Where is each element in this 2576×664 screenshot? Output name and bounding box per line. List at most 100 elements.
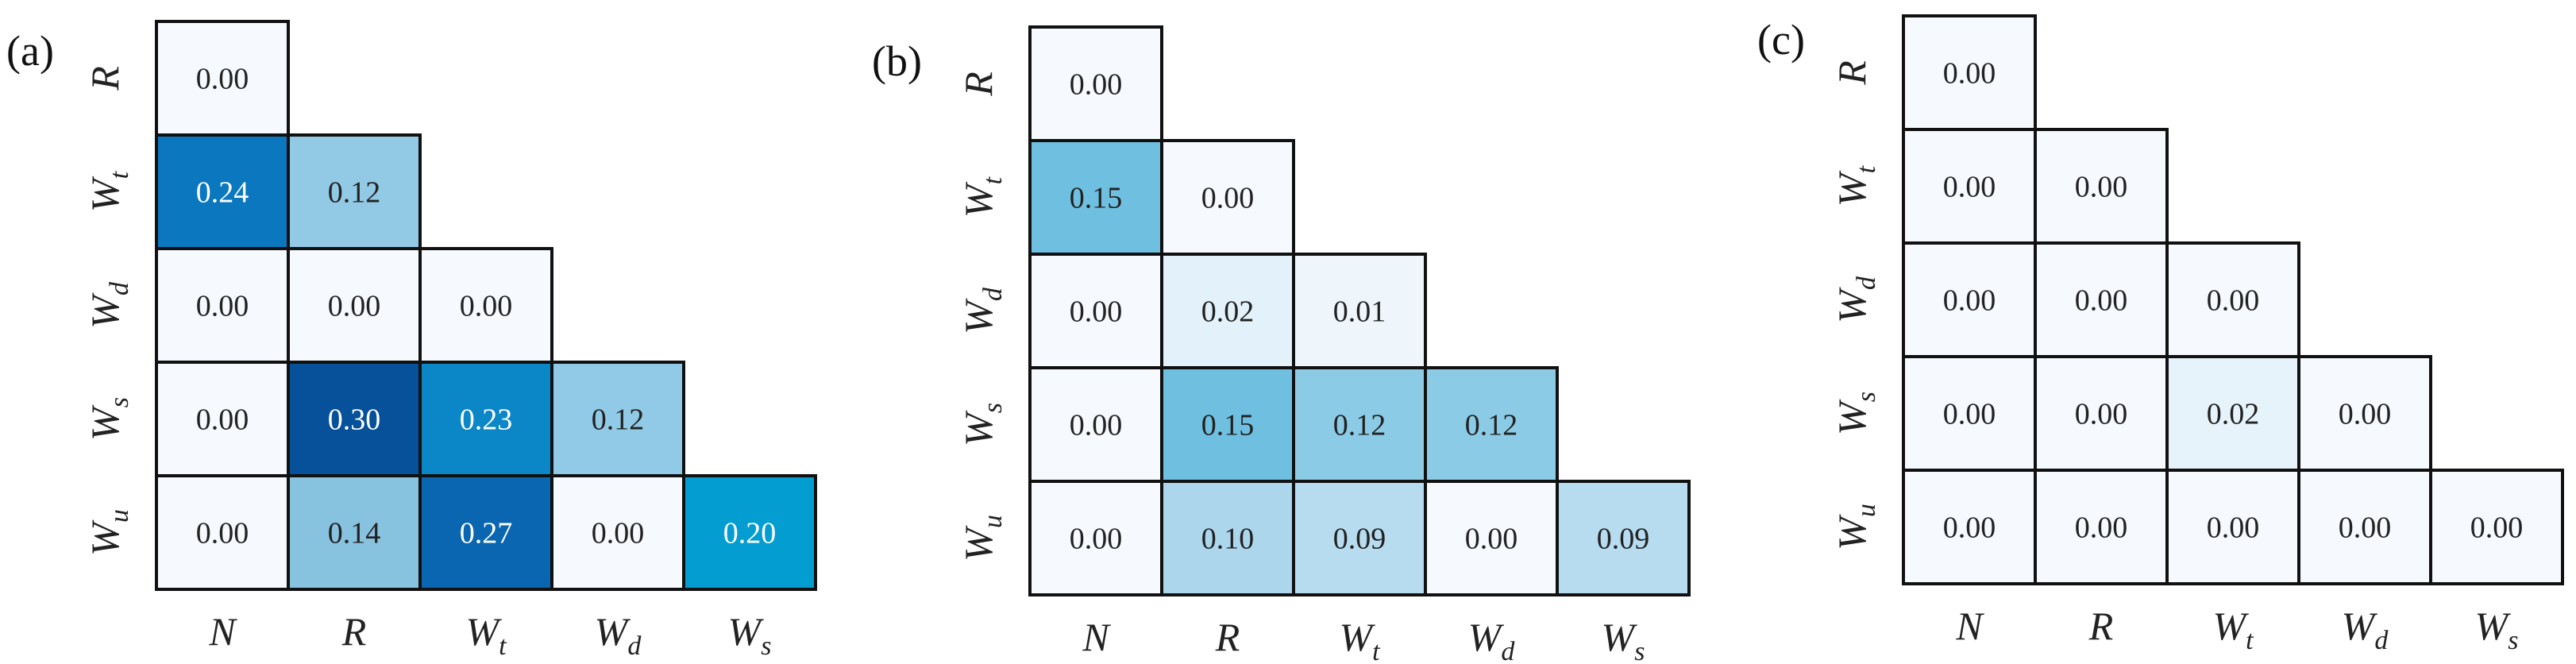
cell-value-label: 0.00 [1070,523,1123,556]
heatmap-cell [1160,480,1295,596]
label-subscript: u [978,515,1008,528]
label-subscript: d [1852,276,1881,290]
x-tick-label: R [2088,604,2114,648]
cell-value-label: 0.00 [1465,523,1518,556]
cell-value-label: 0.00 [1943,512,1996,545]
label-base: W [1468,615,1505,659]
heatmap-cell [1902,14,2037,131]
heatmap-cell [1902,469,2037,585]
x-tick-label: Wd [2342,604,2389,655]
cell-value-label: 0.02 [2207,398,2260,431]
label-subscript: t [978,176,1008,184]
heatmap-cell [682,474,817,591]
label-subscript: s [105,397,134,407]
label-subscript: t [105,170,134,179]
x-tick-label: N [208,609,237,654]
label-base: W [1830,514,1874,550]
x-tick-label: Ws [728,609,772,661]
cell-value-label: 0.12 [1465,409,1518,442]
cell-value-label: 0.00 [1201,182,1255,215]
label-base: W [465,609,502,654]
label-base: R [83,66,127,91]
cell-value-label: 0.00 [2075,171,2128,204]
label-subscript: t [2246,626,2254,655]
cell-value-label: 0.00 [1943,57,1996,91]
x-tick-label: Wd [595,609,642,661]
label-subscript: s [978,403,1008,413]
heatmap-cell [550,361,685,477]
y-tick-label: R [1830,60,1874,86]
label-base: W [83,292,127,329]
label-base: N [208,609,237,654]
heatmap-cell [155,133,290,250]
y-tick-label: R [956,71,1001,97]
y-tick-label: R [83,66,127,91]
x-tick-label: Wt [2212,604,2254,655]
heatmap-cell [1292,253,1427,369]
heatmap-cell [550,474,685,591]
heatmap-cell [2297,355,2432,472]
cell-value-label: 0.20 [723,517,777,550]
cell-value-label: 0.12 [1333,409,1386,442]
heatmap-cell [1028,366,1163,483]
label-subscript: u [1852,504,1881,517]
y-tick-label: Wd [83,281,134,329]
x-tick-label: Wd [1468,615,1516,664]
cell-value-label: 0.09 [1333,523,1386,556]
y-tick-label: Wd [1830,276,1881,323]
label-base: R [1830,60,1874,86]
cell-value-label: 0.00 [460,290,513,323]
label-subscript: d [627,631,642,661]
cell-value-label: 0.10 [1201,523,1255,556]
heatmap-cell [1292,480,1427,596]
cell-value-label: 0.00 [2470,512,2524,545]
heatmap-cell [2165,241,2300,358]
label-base: W [1830,399,1874,435]
heatmap-cell [1556,480,1691,596]
cell-value-label: 0.24 [196,176,249,210]
heatmap-cell [2034,469,2169,585]
label-base: W [1339,615,1375,659]
cell-value-label: 0.00 [196,290,249,323]
label-base: N [1082,615,1111,659]
label-base: W [2342,604,2378,648]
heatmap-cell [1028,25,1163,142]
label-base: W [728,609,765,654]
y-tick-label: Ws [83,397,134,441]
x-tick-label: Ws [1602,615,1645,664]
heatmap-cell [1160,253,1295,369]
y-tick-label: Wd [956,287,1008,334]
label-base: W [1830,170,1874,207]
cell-value-label: 0.00 [196,63,249,96]
cell-value-label: 0.12 [592,403,645,437]
cell-value-label: 0.00 [2075,398,2128,431]
heatmap-cell [418,474,553,591]
heatmap-cell [418,247,553,364]
cell-value-label: 0.27 [460,517,513,550]
label-subscript: d [1501,637,1515,664]
label-base: W [83,519,127,556]
label-subscript: t [1372,637,1381,664]
x-tick-label: R [341,609,367,654]
label-subscript: d [2374,626,2389,655]
cell-value-label: 0.00 [1070,68,1123,102]
x-tick-label: N [1955,604,1984,648]
label-base: R [956,71,1001,97]
panel-label: (b) [872,37,922,85]
cell-value-label: 0.30 [328,403,381,437]
panel-label: (a) [6,27,54,75]
label-subscript: d [978,287,1008,301]
cell-value-label: 0.09 [1597,523,1650,556]
heatmap-cell [287,474,422,591]
cell-value-label: 0.00 [2339,398,2392,431]
cell-value-label: 0.12 [328,176,381,210]
cell-value-label: 0.00 [1943,171,1996,204]
cell-value-label: 0.01 [1333,295,1386,329]
cell-value-label: 0.00 [2207,284,2260,318]
cell-value-label: 0.14 [328,517,381,550]
x-tick-label: Ws [2475,604,2519,655]
heatmap-cell [1028,139,1163,256]
label-subscript: u [105,509,134,523]
x-tick-label: Wt [1339,615,1381,664]
